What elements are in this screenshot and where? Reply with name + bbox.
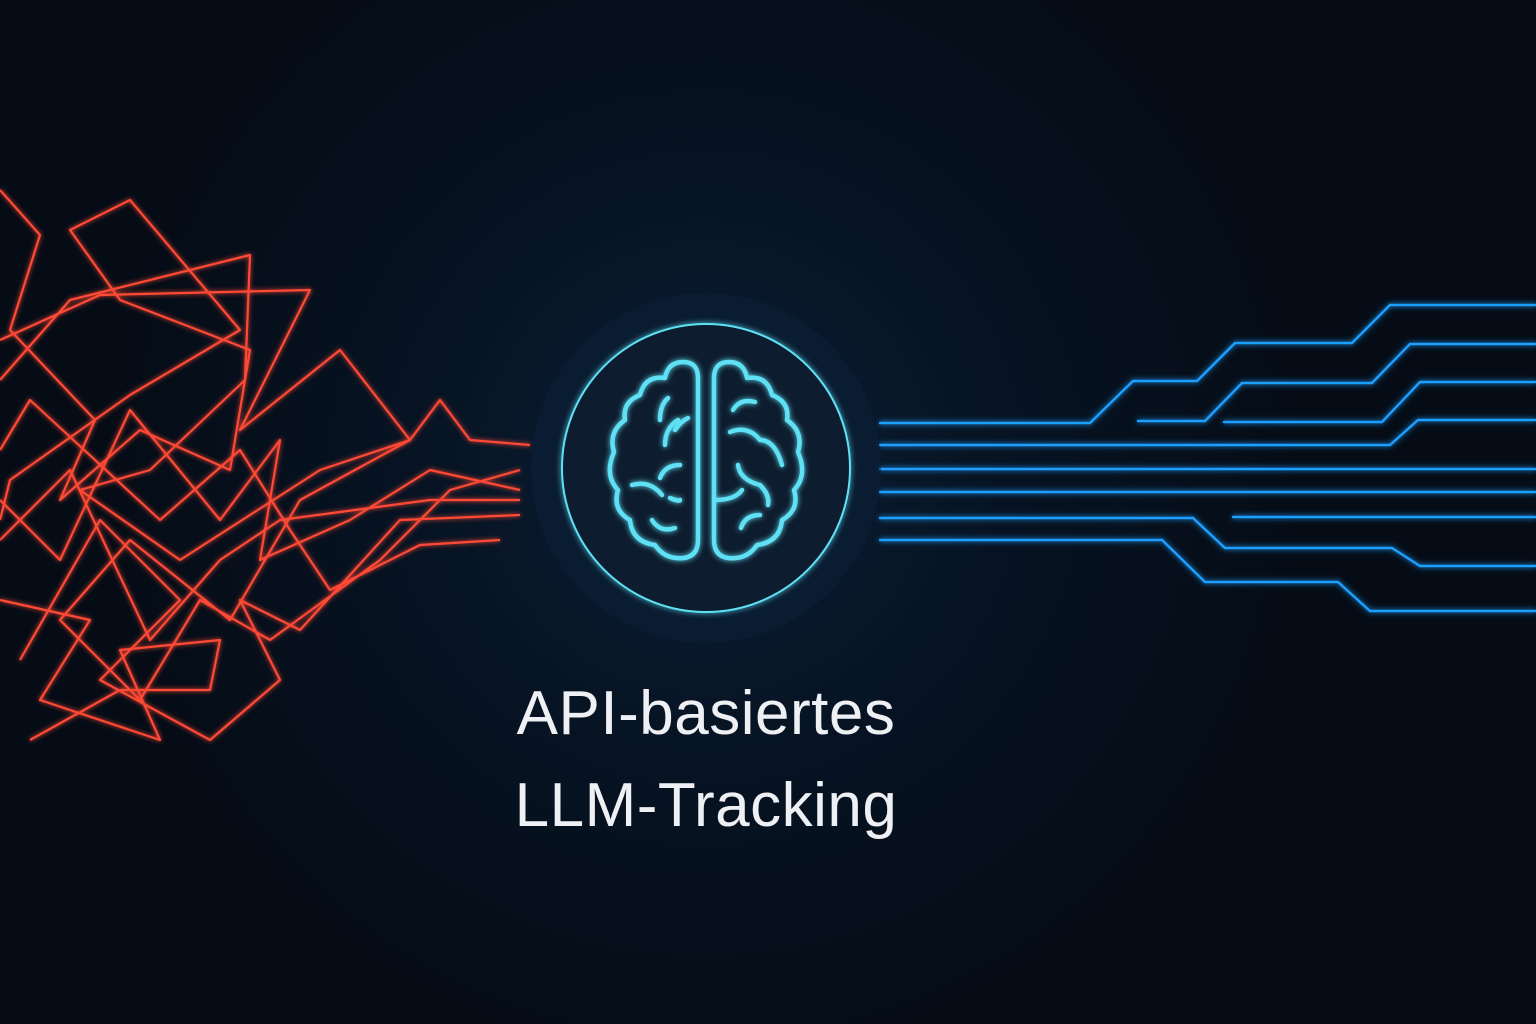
emblem-ring [561,323,851,613]
brain-emblem [531,293,881,643]
chaotic-red-lines [0,189,531,742]
red-line [0,408,521,562]
blue-line [1222,380,1536,424]
brain-icon [607,359,805,561]
red-line [19,513,521,742]
blue-line [878,516,1536,568]
red-line [0,189,252,521]
blue-line [1136,342,1536,423]
red-line [0,253,531,562]
red-line [0,288,521,702]
headline-line-2: LLM-Tracking [514,771,898,840]
blue-line [878,418,1536,447]
organized-blue-lines [878,303,1536,613]
red-line [0,598,222,742]
red-line [0,398,501,592]
red-line [0,468,520,642]
blue-line [878,538,1536,613]
blue-line [878,303,1536,425]
headline-line-1: API-basiertes [516,679,896,748]
headline: API-basiertes LLM-Tracking [406,668,1006,852]
